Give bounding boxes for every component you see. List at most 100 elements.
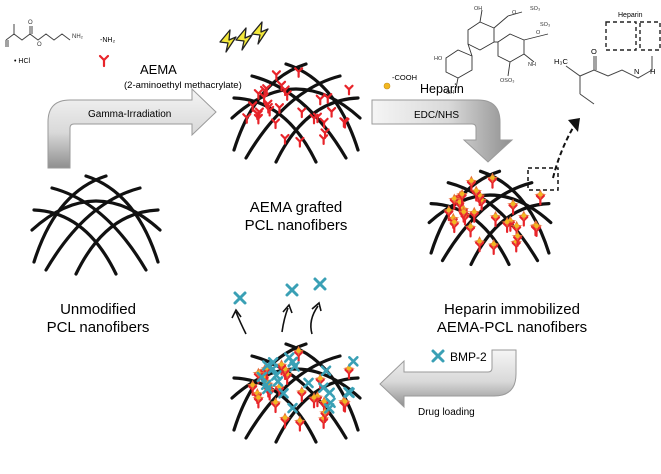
zoom-h-label: H	[650, 67, 655, 76]
amine-marker-icon	[297, 107, 307, 119]
heparin-marker	[453, 196, 466, 207]
amine-marker-icon	[270, 402, 281, 414]
amine-marker-icon	[270, 118, 281, 130]
svg-text:O: O	[37, 42, 42, 48]
aema-fullname-label: (2-aminoethyl methacrylate)	[124, 80, 242, 91]
amine-marker-icon	[469, 212, 479, 223]
amine-marker-icon	[490, 216, 501, 228]
unmodified-pcl-scaffold	[30, 174, 162, 276]
amine-marker-icon	[242, 113, 252, 124]
zoom-o-label: O	[591, 47, 597, 56]
heparin-marker	[252, 392, 265, 403]
heparin-label: Heparin	[420, 82, 464, 96]
heparin-marker	[456, 188, 469, 199]
heparin-marker	[448, 193, 461, 204]
heparin-marker	[517, 210, 530, 221]
svg-text:OSO₃: OSO₃	[500, 78, 514, 84]
amine-marker-icon	[309, 113, 319, 125]
amine-marker-icon	[508, 204, 518, 215]
svg-text:O: O	[536, 30, 541, 36]
unmodified-label-2: PCL nanofibers	[47, 319, 150, 336]
heparin-marker	[534, 189, 547, 200]
heparin-marker	[486, 172, 499, 183]
zoom-heparin-label: Heparin	[618, 12, 643, 19]
amine-marker-icon	[344, 368, 354, 380]
amine-marker-icon	[295, 136, 305, 148]
zoom-connector-arrow	[552, 125, 575, 179]
cooh-legend-label: -COOH	[392, 73, 417, 82]
amine-marker-icon	[248, 101, 258, 112]
aema-grafted-scaffold	[230, 62, 362, 164]
carboxyl-marker-icon	[383, 82, 391, 90]
bmp2-cross-icon	[287, 402, 298, 414]
amine-marker-icon	[344, 84, 354, 96]
heparin-marker	[342, 363, 355, 374]
bmp2-cross-icon	[256, 371, 268, 383]
amine-marker-icon	[315, 94, 325, 106]
amine-marker-icon	[319, 117, 329, 129]
heparin-marker	[246, 379, 259, 390]
svg-text:NH: NH	[528, 62, 536, 68]
process-arrow-gamma	[47, 87, 217, 169]
released-bmp2-group	[233, 277, 327, 305]
heparin-marker	[314, 373, 327, 384]
zoom-n-label: N	[634, 67, 639, 76]
nh2-legend-label: -NH₂	[100, 37, 115, 44]
heparin-marker	[465, 175, 478, 186]
heparin-structure	[445, 9, 549, 89]
svg-text:OH: OH	[446, 90, 454, 96]
heparin-immobilized-scaffold	[427, 169, 553, 266]
heparin-marker	[468, 206, 481, 217]
amine-marker-icon	[294, 67, 304, 78]
svg-text:O: O	[28, 20, 33, 26]
bmp2-cross-icon	[348, 356, 359, 367]
svg-text:OH: OH	[474, 6, 482, 12]
drug-loading-label: Drug loading	[418, 407, 475, 418]
aema-grafted-label-1: AEMA grafted	[250, 199, 343, 216]
amine-marker-icon	[457, 194, 467, 205]
heparin-marker	[530, 220, 543, 231]
aema-name-label: AEMA	[140, 62, 177, 77]
bmp2-cross-icon	[344, 387, 355, 399]
heparin-marker	[507, 198, 520, 209]
bmp2-cross-icon	[320, 365, 332, 377]
unmodified-label-1: Unmodified	[60, 301, 136, 318]
bmp2-cross-icon	[283, 352, 295, 363]
amine-marker-icon	[535, 194, 545, 206]
amine-marker-icon	[271, 70, 281, 81]
amine-marker-icon	[474, 241, 485, 253]
process-arrow-drug-loading	[379, 349, 517, 409]
aema-molecule	[5, 24, 71, 47]
amine-marker-icon	[502, 222, 512, 233]
amine-marker-icon	[294, 351, 304, 362]
heparin-marker	[511, 230, 524, 241]
bmp2-cross-icon	[431, 349, 445, 363]
heparin-marker	[470, 185, 483, 196]
amine-marker-icon	[263, 102, 273, 114]
amine-marker-icon	[459, 212, 469, 223]
amine-marker-icon	[248, 385, 258, 396]
heparin-marker	[293, 415, 306, 426]
bmp2-label: BMP-2	[450, 350, 487, 364]
zoom-box	[527, 167, 559, 191]
heparin-marker	[308, 392, 321, 403]
amine-marker-icon	[276, 80, 287, 92]
amine-marker-icon	[262, 84, 272, 95]
amine-marker-icon	[295, 420, 305, 432]
amine-marker-icon	[253, 397, 263, 409]
bmp2-cross-icon	[278, 388, 289, 399]
amine-marker-icon	[531, 226, 542, 237]
amine-marker-icon	[280, 417, 290, 429]
amine-marker-icon	[323, 93, 333, 104]
amine-marker-icon	[466, 180, 476, 192]
svg-text:SO₃: SO₃	[540, 22, 550, 28]
amine-marker-icon	[309, 397, 319, 409]
amine-marker-icon	[340, 117, 350, 129]
amine-marker-icon	[254, 107, 264, 119]
edc-nhs-label: EDC/NHS	[414, 110, 459, 121]
amine-marker-icon	[253, 89, 263, 100]
amine-marker-icon	[471, 190, 481, 202]
amine-marker-icon	[326, 106, 337, 118]
zoom-connector-arrowhead	[568, 118, 580, 132]
